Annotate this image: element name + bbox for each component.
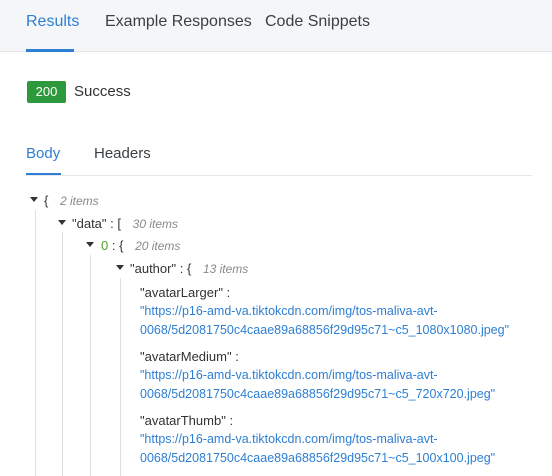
collapse-data-caret-icon[interactable] [58,220,66,225]
tree-node-root: { 2 items [44,193,99,209]
avatar-medium-value-line2[interactable]: 0068/5d2081750c4caae89a68856f29d95c71~c5… [140,387,496,401]
avatar-larger-value-line2[interactable]: 0068/5d2081750c4caae89a68856f29d95c71~c5… [140,323,510,337]
collapse-root-caret-icon[interactable] [30,197,38,202]
avatar-medium-key: "avatarMedium" [140,349,232,364]
author-item-count: 13 items [202,262,249,276]
root-item-count: 2 items [59,194,99,208]
tab-example-responses[interactable]: Example Responses [105,13,252,30]
avatar-thumb-value-line1[interactable]: "https://p16-amd-va.tiktokcdn.com/img/to… [140,432,438,446]
tab-results[interactable]: Results [26,13,80,30]
avatar-thumb-key: "avatarThumb" [140,413,226,428]
avatar-thumb-value-line2[interactable]: 0068/5d2081750c4caae89a68856f29d95c71~c5… [140,451,496,465]
tree-node-data: "data" : [ 30 items [72,216,178,232]
author-brace: { [186,261,192,276]
status-text: Success [74,83,131,100]
collapse-author-caret-icon[interactable] [116,265,124,270]
status-code-badge: 200 [27,81,66,103]
tree-node-avatar-medium: "avatarMedium" : [140,349,239,365]
item0-colon: : [111,238,116,253]
tree-node-avatar-thumb: "avatarThumb" : [140,413,233,429]
data-key: "data" [72,216,107,231]
avatar-larger-colon: : [226,285,231,300]
root-brace: { [44,193,49,208]
collapse-item0-caret-icon[interactable] [86,242,94,247]
indent-guide [120,278,121,476]
avatar-medium-colon: : [235,349,239,364]
data-bracket: [ [117,216,122,231]
active-tab-indicator [26,49,74,52]
tree-node-author: "author" : { 13 items [130,261,248,277]
indent-guide [90,255,91,476]
item0-item-count: 20 items [135,239,181,253]
avatar-larger-value-line1[interactable]: "https://p16-amd-va.tiktokcdn.com/img/to… [140,304,438,318]
item0-index: 0 [101,238,109,253]
tab-code-snippets[interactable]: Code Snippets [265,13,370,30]
data-item-count: 30 items [132,217,179,231]
indent-guide [62,232,63,476]
avatar-thumb-colon: : [229,413,234,428]
active-subtab-indicator [26,173,61,175]
author-colon: : [179,261,184,276]
author-key: "author" [130,261,177,276]
tab-headers[interactable]: Headers [94,145,151,162]
data-colon: : [110,216,114,231]
tree-node-item-0: 0 : { 20 items [101,238,180,254]
response-view-tabs: Results Example Responses Code Snippets [0,0,552,52]
subtab-divider [26,175,532,176]
tab-body[interactable]: Body [26,145,61,162]
avatar-medium-value-line1[interactable]: "https://p16-amd-va.tiktokcdn.com/img/to… [140,368,438,382]
avatar-larger-key: "avatarLarger" [140,285,223,300]
tree-node-avatar-larger: "avatarLarger" : [140,285,230,301]
item0-brace: { [119,238,124,253]
indent-guide [35,210,36,476]
